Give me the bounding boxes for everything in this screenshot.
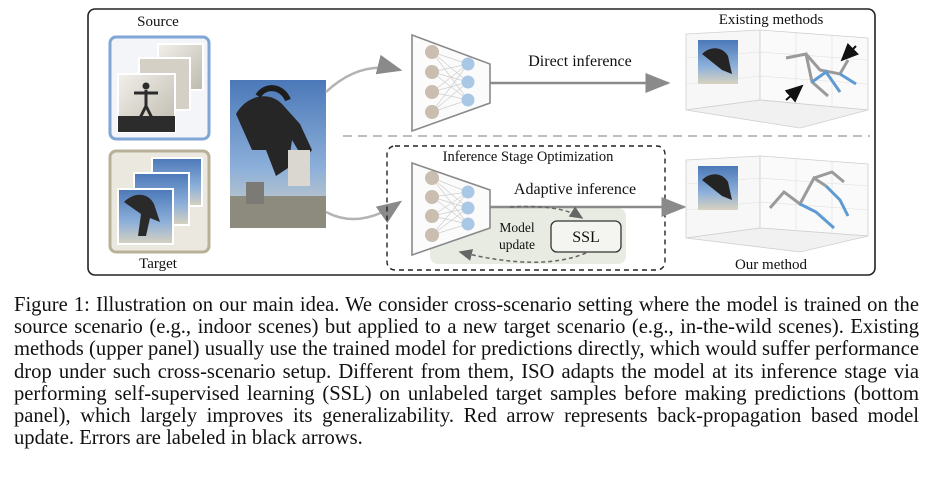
figure-frame bbox=[87, 8, 876, 276]
our-method-label: Our method bbox=[735, 257, 808, 273]
error-arrow-2 bbox=[784, 84, 804, 103]
source-image-stack bbox=[117, 43, 204, 133]
caption-text: Figure 1: Illustration on our main idea.… bbox=[14, 294, 919, 450]
existing-methods-plot bbox=[685, 29, 869, 129]
figure-illustration: Source Target bbox=[87, 8, 876, 276]
ssl-label: SSL bbox=[572, 229, 600, 246]
top-network bbox=[411, 33, 491, 133]
our-method-plot bbox=[685, 155, 869, 253]
adaptive-inference-label: Adaptive inference bbox=[514, 181, 636, 198]
direct-inference-label: Direct inference bbox=[528, 53, 631, 70]
model-update-label-1: Model bbox=[499, 220, 534, 235]
target-image-stack bbox=[117, 157, 203, 245]
center-photo bbox=[230, 80, 326, 228]
model-update-label-2: update bbox=[499, 237, 535, 252]
arrow-to-bottom-network bbox=[325, 200, 403, 224]
bottom-network bbox=[411, 161, 491, 257]
ssl-box bbox=[550, 220, 622, 253]
source-label: Source bbox=[137, 14, 179, 30]
iso-label: Inference Stage Optimization bbox=[443, 149, 614, 165]
existing-methods-label: Existing methods bbox=[719, 12, 824, 28]
to-ssl-curve bbox=[509, 205, 584, 219]
error-arrow-1 bbox=[840, 43, 859, 62]
figure-caption: Figure 1: Illustration on our main idea.… bbox=[14, 294, 919, 449]
target-label: Target bbox=[139, 256, 178, 272]
arrow-to-top-network bbox=[325, 54, 403, 93]
